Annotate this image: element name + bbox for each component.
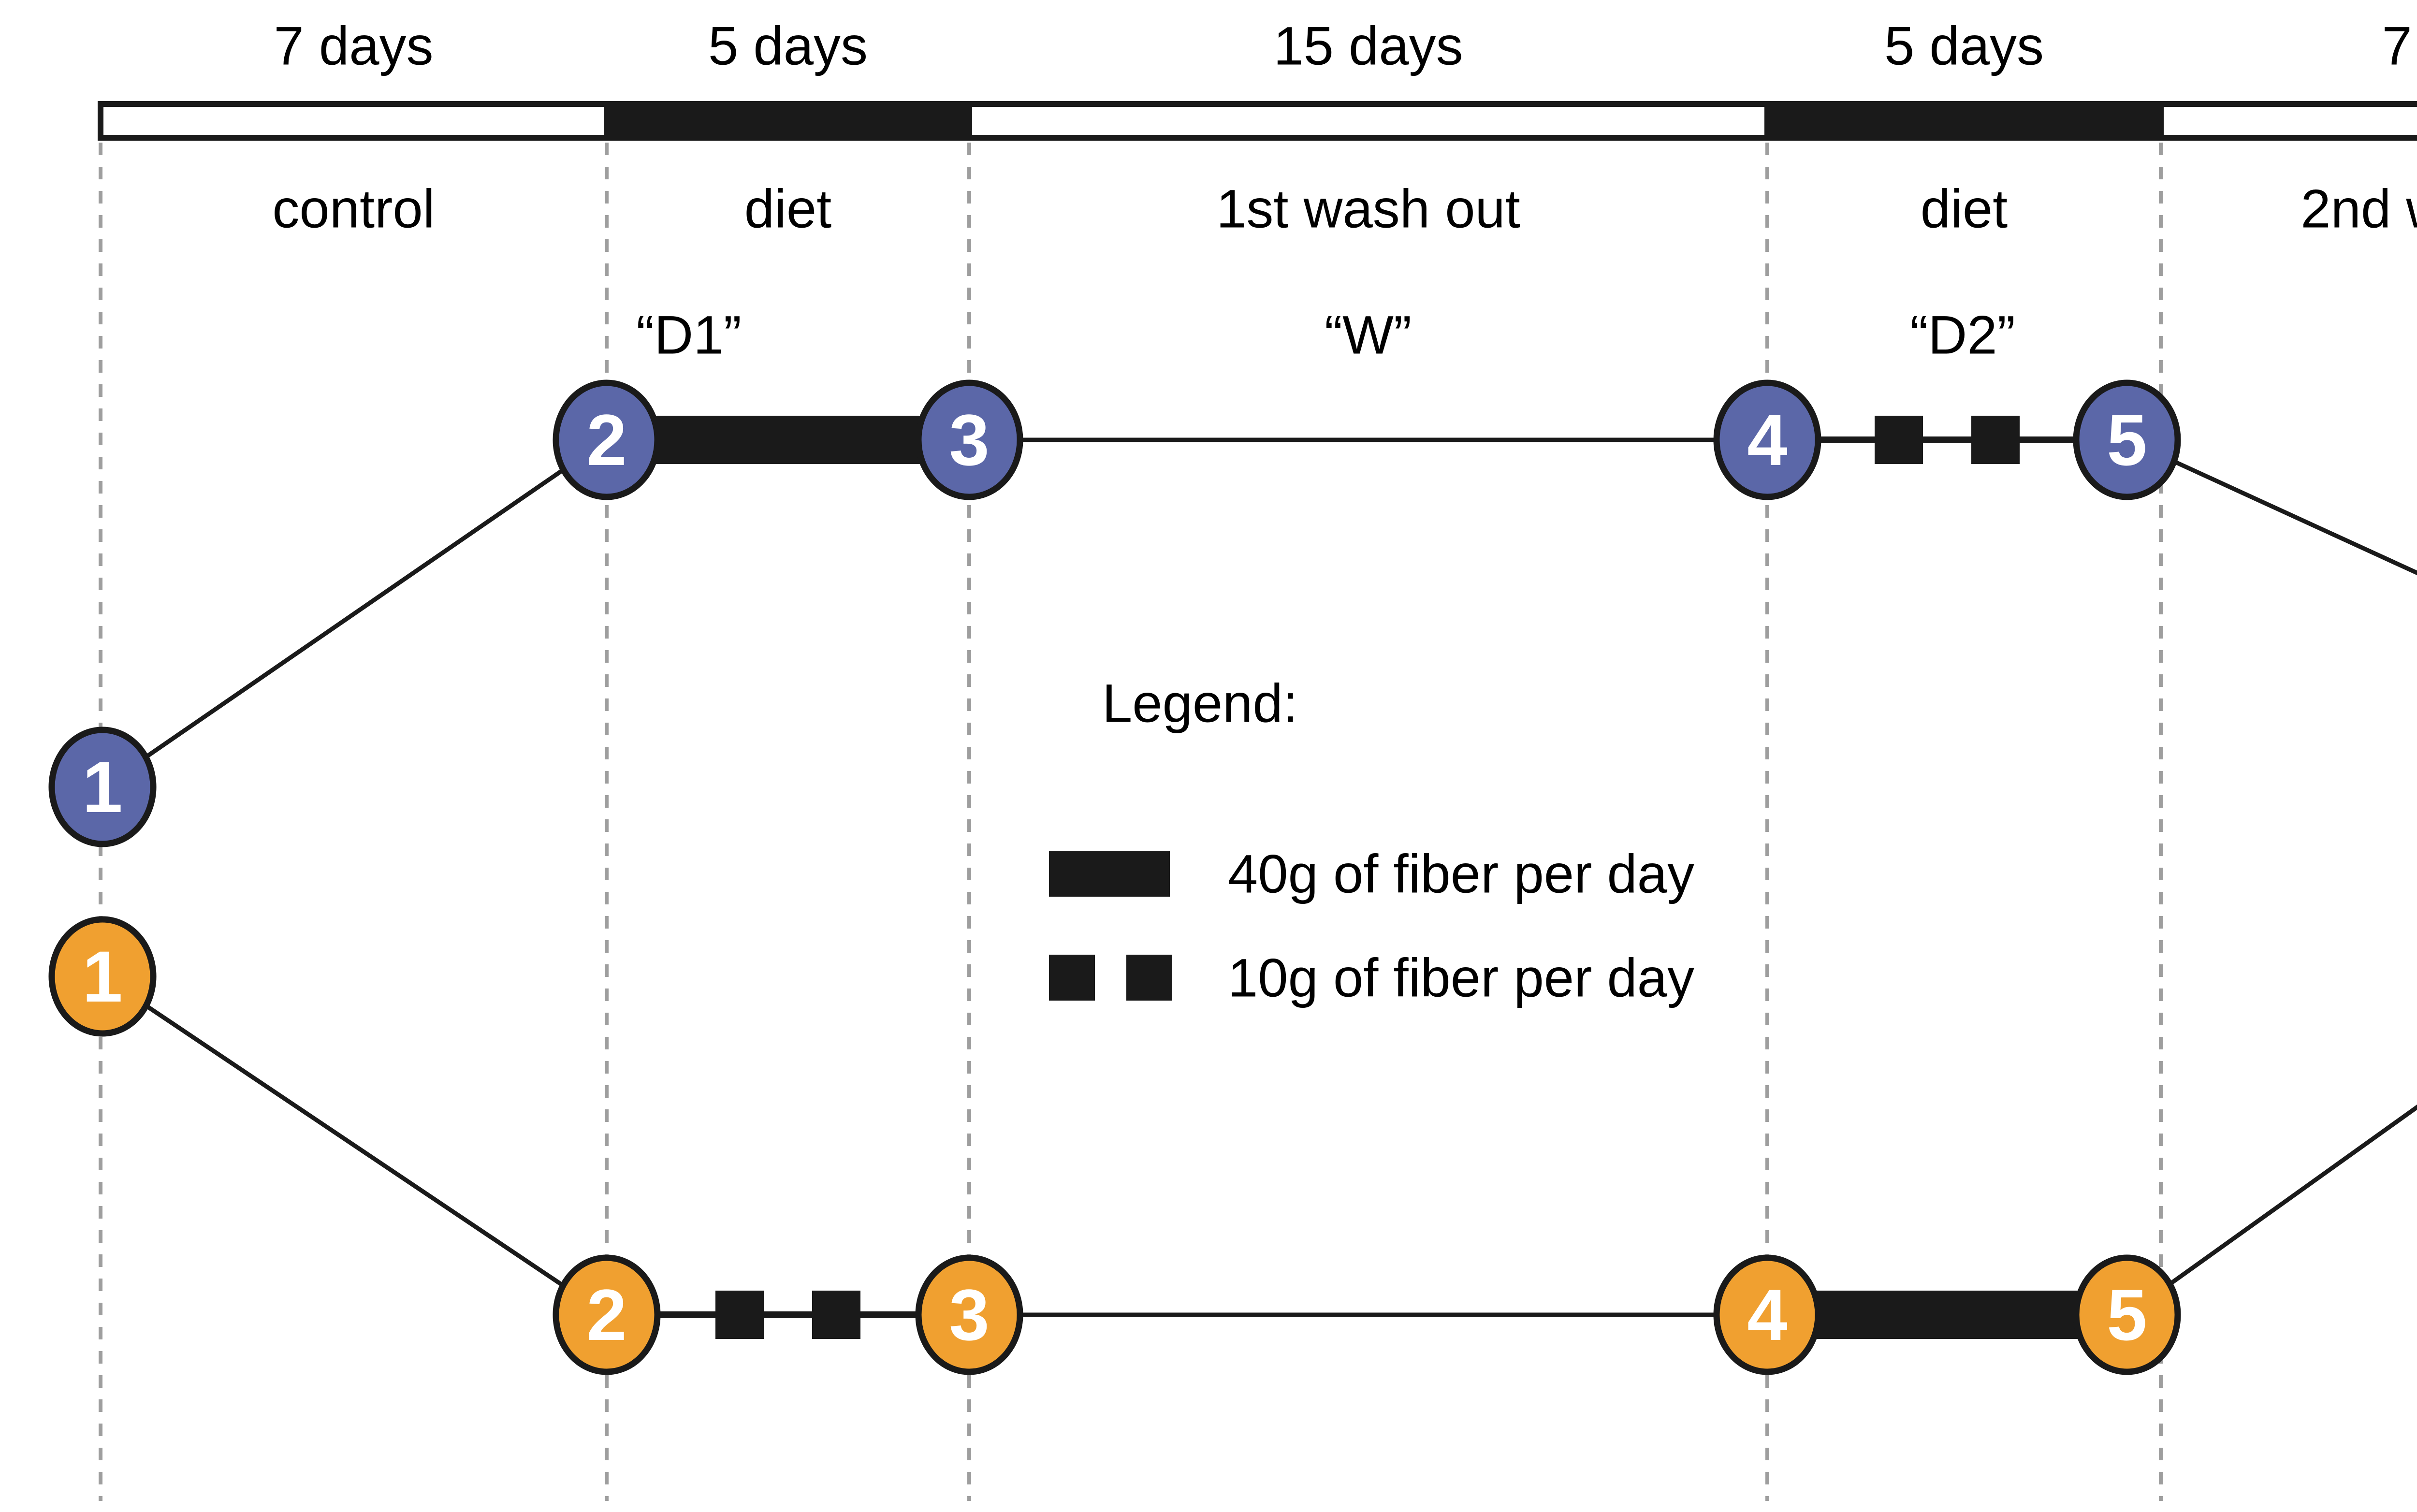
node-circle xyxy=(2073,1254,2181,1375)
legend-title: Legend: xyxy=(1102,673,1298,734)
timeline-segment-diet2 xyxy=(1764,101,2164,141)
node-label: 2 xyxy=(586,399,626,480)
node-arm-blue-2[interactable]: 2 xyxy=(553,379,661,500)
edge-arm-orange-2-3-10g-dash-0 xyxy=(715,1291,764,1339)
period-code-label-2: “D2” xyxy=(1910,305,2015,365)
legend-label-40g: 40g of fiber per day xyxy=(1228,843,1695,904)
node-label: 1 xyxy=(82,936,122,1017)
nodes-group: 123456123456 xyxy=(48,379,2181,1375)
node-label: 5 xyxy=(2107,1274,2147,1355)
node-arm-orange-3[interactable]: 3 xyxy=(915,1254,1023,1375)
node-label: 3 xyxy=(949,399,989,480)
phase-label-washout2: 2nd wash out xyxy=(2301,178,2417,239)
duration-label-diet2: 5 days xyxy=(1884,15,2044,76)
node-circle xyxy=(1713,379,1821,500)
node-arm-orange-2[interactable]: 2 xyxy=(553,1254,661,1375)
timeline-segment-diet1 xyxy=(604,101,972,141)
edge-arm-orange-1-2-thin xyxy=(145,1003,565,1288)
node-label: 1 xyxy=(82,746,122,828)
legend-swatch-40g xyxy=(1049,851,1170,897)
node-arm-blue-1[interactable]: 1 xyxy=(48,727,157,847)
node-label: 3 xyxy=(949,1274,989,1355)
node-circle xyxy=(553,1254,661,1375)
timeline-segment-washout2 xyxy=(2158,101,2417,141)
node-arm-orange-4[interactable]: 4 xyxy=(1713,1254,1821,1375)
node-circle xyxy=(553,379,661,500)
phase-label-diet2: diet xyxy=(1920,178,2008,239)
duration-label-washout2: 7 days xyxy=(2382,15,2417,76)
node-label: 4 xyxy=(1747,399,1787,480)
edges-group xyxy=(144,416,2417,1339)
node-circle xyxy=(2073,379,2181,500)
node-arm-orange-1[interactable]: 1 xyxy=(48,916,157,1037)
legend-swatch-10g-part2 xyxy=(1126,955,1172,1001)
edge-arm-blue-4-5-10g-dash-0 xyxy=(1875,416,1923,464)
timeline-segment-control xyxy=(98,101,610,141)
node-circle xyxy=(48,916,157,1037)
phase-label-diet1: diet xyxy=(744,178,832,239)
node-label: 2 xyxy=(586,1274,626,1355)
phase-label-washout1: 1st wash out xyxy=(1216,178,1520,239)
edge-arm-blue-5-6-thin xyxy=(2173,459,2417,576)
node-label: 4 xyxy=(1747,1274,1787,1355)
phase-label-control: control xyxy=(272,178,435,239)
legend-markers xyxy=(1049,851,1172,1001)
edge-arm-blue-1-2-thin xyxy=(144,467,565,759)
node-label: 5 xyxy=(2107,399,2147,480)
period-code-label-1: “W” xyxy=(1324,305,1412,365)
node-circle xyxy=(1713,1254,1821,1375)
edge-arm-blue-4-5-10g-dash-1 xyxy=(1971,416,2020,464)
duration-label-diet1: 5 days xyxy=(708,15,868,76)
node-circle xyxy=(48,727,157,847)
legend-swatch-10g-part1 xyxy=(1049,955,1095,1001)
timeline-bar xyxy=(98,101,2417,141)
node-arm-blue-3[interactable]: 3 xyxy=(915,379,1023,500)
node-circle xyxy=(915,379,1023,500)
edge-arm-orange-5-6-thin xyxy=(2168,1104,2417,1286)
node-arm-orange-5[interactable]: 5 xyxy=(2073,1254,2181,1375)
edge-arm-orange-2-3-10g-dash-1 xyxy=(812,1291,860,1339)
node-arm-blue-5[interactable]: 5 xyxy=(2073,379,2181,500)
node-circle xyxy=(915,1254,1023,1375)
duration-label-control: 7 days xyxy=(274,15,434,76)
period-code-label-0: “D1” xyxy=(636,305,742,365)
legend-label-10g: 10g of fiber per day xyxy=(1228,947,1695,1008)
timeline-segment-washout1 xyxy=(966,101,1770,141)
duration-label-washout1: 15 days xyxy=(1273,15,1463,76)
node-arm-blue-4[interactable]: 4 xyxy=(1713,379,1821,500)
